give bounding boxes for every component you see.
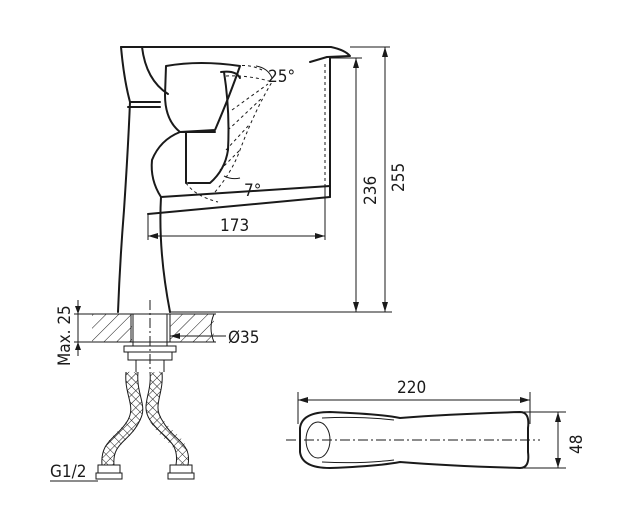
- dimension-spout-reach: 173: [147, 186, 326, 240]
- dimension-label-255: 255: [389, 163, 409, 192]
- top-view-width-label: 48: [567, 435, 587, 454]
- top-view: 220 48: [286, 378, 587, 469]
- angle-arc-down: [223, 175, 241, 180]
- dimension-label-236: 236: [361, 176, 381, 205]
- supply-hoses: G1/2: [50, 371, 195, 482]
- angle-arc-up: [255, 65, 273, 79]
- faucet-body: [117, 46, 351, 313]
- dimension-heights: 236 255: [170, 46, 409, 313]
- dimension-label-max-thickness: Max. 25: [55, 305, 75, 366]
- faucet-handle: [150, 62, 273, 203]
- hose-thread-label: G1/2: [50, 462, 86, 482]
- angle-label-down: 7°: [244, 181, 261, 201]
- dimension-label-reach: 173: [220, 216, 249, 236]
- angle-label-up: 25°: [268, 67, 295, 87]
- countertop-section: Max. 25 Ø35: [55, 300, 260, 372]
- dimension-label-hole: Ø35: [228, 328, 260, 348]
- top-view-length-label: 220: [397, 378, 426, 398]
